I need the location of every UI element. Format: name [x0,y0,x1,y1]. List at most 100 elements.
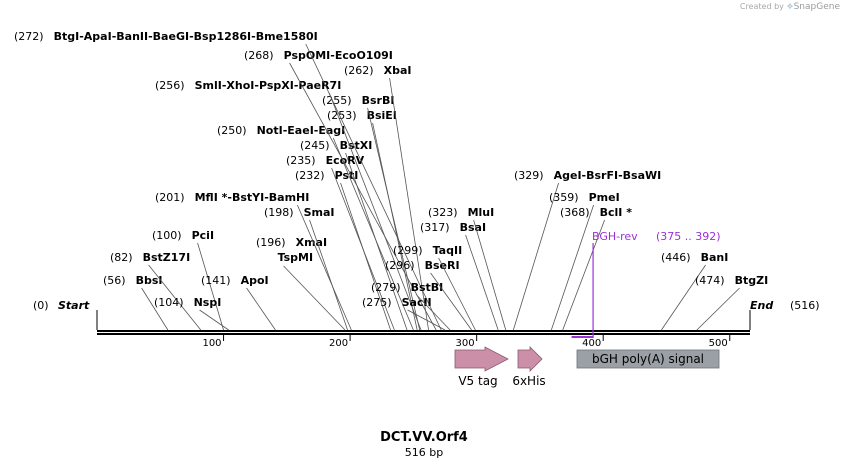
enzyme-name: PspOMI [284,49,331,62]
site-position: (368) [560,206,590,219]
cut-site-line [283,265,346,331]
cut-site-line [473,219,507,331]
enzyme-name: NotI [257,124,283,137]
site-position: (82) [110,251,133,264]
enzyme-name: BstXI [340,139,373,152]
primer-range: (375 .. 392) [656,230,721,243]
enzyme-name: EcoRV [326,154,365,167]
cut-site-line [512,182,559,331]
enzyme-separator: - [264,191,269,204]
cut-site-line [331,167,395,331]
cut-site-line [199,309,229,331]
cut-site-line [305,43,442,331]
enzyme-name: BtgI [54,30,80,43]
enzyme-name: EcoO109I [335,49,393,62]
enzyme-name: XbaI [384,64,412,77]
site-position: (235) [286,154,316,167]
cut-site-line [246,287,276,331]
enzyme-name: BsaWI [623,169,662,182]
site-position: (198) [264,206,294,219]
feature-6xhis-label: 6xHis [512,374,545,388]
cut-site-line [550,204,594,331]
start-label: Start [58,299,90,312]
cut-site-line [367,107,421,331]
site-position: (275) [362,296,392,309]
enzyme-name: Bsp1286I [194,30,252,43]
enzyme-name: SacII [402,296,432,309]
cut-site-line [197,242,224,331]
enzyme-separator: - [222,79,227,92]
snapgene-logo-icon: ❖ [786,2,794,11]
site-position: (56) [103,274,126,287]
ruler-tick-label: 500 [709,338,728,349]
ruler-tick-label: 200 [329,338,348,349]
end-label: End [750,299,773,312]
feature-bgh-polya-box [576,349,720,369]
site-position: (262) [344,64,374,77]
site-position: (296) [385,259,415,272]
enzyme-name: BsiEI [367,109,397,122]
cut-site-line [416,294,451,331]
enzyme-separator: - [330,49,335,62]
site-position: (329) [514,169,544,182]
cut-site-line [332,137,414,331]
cut-site-line [296,204,352,331]
cut-site-line [696,287,740,331]
site-position: (104) [154,296,184,309]
ruler-tick-label: 100 [202,338,221,349]
cut-site-line [389,77,429,331]
cut-site-line [148,264,202,331]
enzyme-name: BbsI [136,274,163,287]
feature-v5-tag-label: V5 tag [458,374,497,388]
enzyme-name: TspMI [278,251,314,264]
site-position: (255) [322,94,352,107]
enzyme-name: EagI [318,124,345,137]
enzyme-name: PmeI [589,191,620,204]
enzyme-name: TaqII [433,244,463,257]
enzyme-separator: - [189,30,194,43]
site-position: (272) [14,30,44,43]
site-position: (268) [244,49,274,62]
enzyme-name: MflI * [195,191,228,204]
site-position: (279) [371,281,401,294]
cut-site-line [407,309,446,331]
enzyme-name: PspXI [259,79,294,92]
cut-site-line [661,264,706,331]
enzyme-name: BstYI [232,191,264,204]
ruler-tick-label: 300 [456,338,475,349]
cut-site-line [141,287,169,331]
site-position: (245) [300,139,330,152]
cut-site-line [309,219,348,331]
enzyme-name: BsrFI [586,169,618,182]
site-position: (232) [295,169,325,182]
feature-v5-tag-arrow [454,346,509,372]
enzyme-name: SmlI [195,79,222,92]
enzyme-name: BtgZI [735,274,769,287]
primer-name: BGH-rev [592,230,638,243]
enzyme-name: EaeI [287,124,314,137]
enzyme-separator: - [148,30,153,43]
site-position: (253) [327,109,357,122]
enzyme-separator: - [314,124,319,137]
site-position: (256) [155,79,185,92]
enzyme-name: ApaI [84,30,112,43]
site-position: (446) [661,251,691,264]
site-position: (196) [256,236,286,249]
start-position: (0) [33,299,49,312]
enzyme-name: ApoI [241,274,269,287]
enzyme-separator: - [79,30,84,43]
enzyme-separator: - [251,30,256,43]
feature-6xhis-arrow [517,346,543,372]
enzyme-name: BsaI [460,221,486,234]
cut-site-line [289,62,437,331]
cut-site-line [465,234,499,331]
site-position: (250) [217,124,247,137]
enzyme-name: BaeGI [153,30,189,43]
site-position: (201) [155,191,185,204]
enzyme-name: BsrBI [362,94,395,107]
snapgene-watermark: Created by ❖SnapGene [739,2,840,12]
cut-site-line [562,219,605,331]
enzyme-separator: - [227,191,232,204]
site-position: (141) [201,274,231,287]
